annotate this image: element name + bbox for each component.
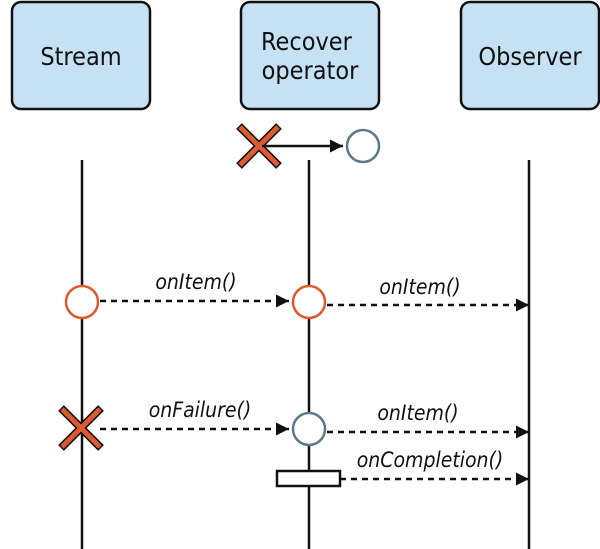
completion-bar [275,469,342,488]
stream-box [10,0,152,111]
stream-to-recover-failure-label: onFailure() [149,398,252,422]
recover-to-observer-completion-label: onCompletion() [357,448,504,472]
recover-operator-label: Recover operator [261,27,359,85]
participant-stream: Stream [10,0,152,111]
stream-failure-x-icon [58,405,104,451]
stream-label: Stream [40,42,121,71]
recover-to-observer-item-label-2: onItem() [377,401,458,425]
participant-observer: Observer [459,0,600,111]
observer-label: Observer [478,42,582,71]
stream-to-recover-item-label: onItem() [155,270,236,294]
recover-item-circle [291,284,327,320]
observer-box [459,0,600,111]
recover-operator-box [239,0,381,111]
subscription-circle [345,128,381,164]
stream-item-circle [64,284,100,320]
recover-replacement-circle [291,411,327,447]
recover-to-observer-item-label-1: onItem() [379,275,460,299]
participant-recover-operator: Recover operator [239,0,381,111]
failure-x-icon [233,120,285,172]
